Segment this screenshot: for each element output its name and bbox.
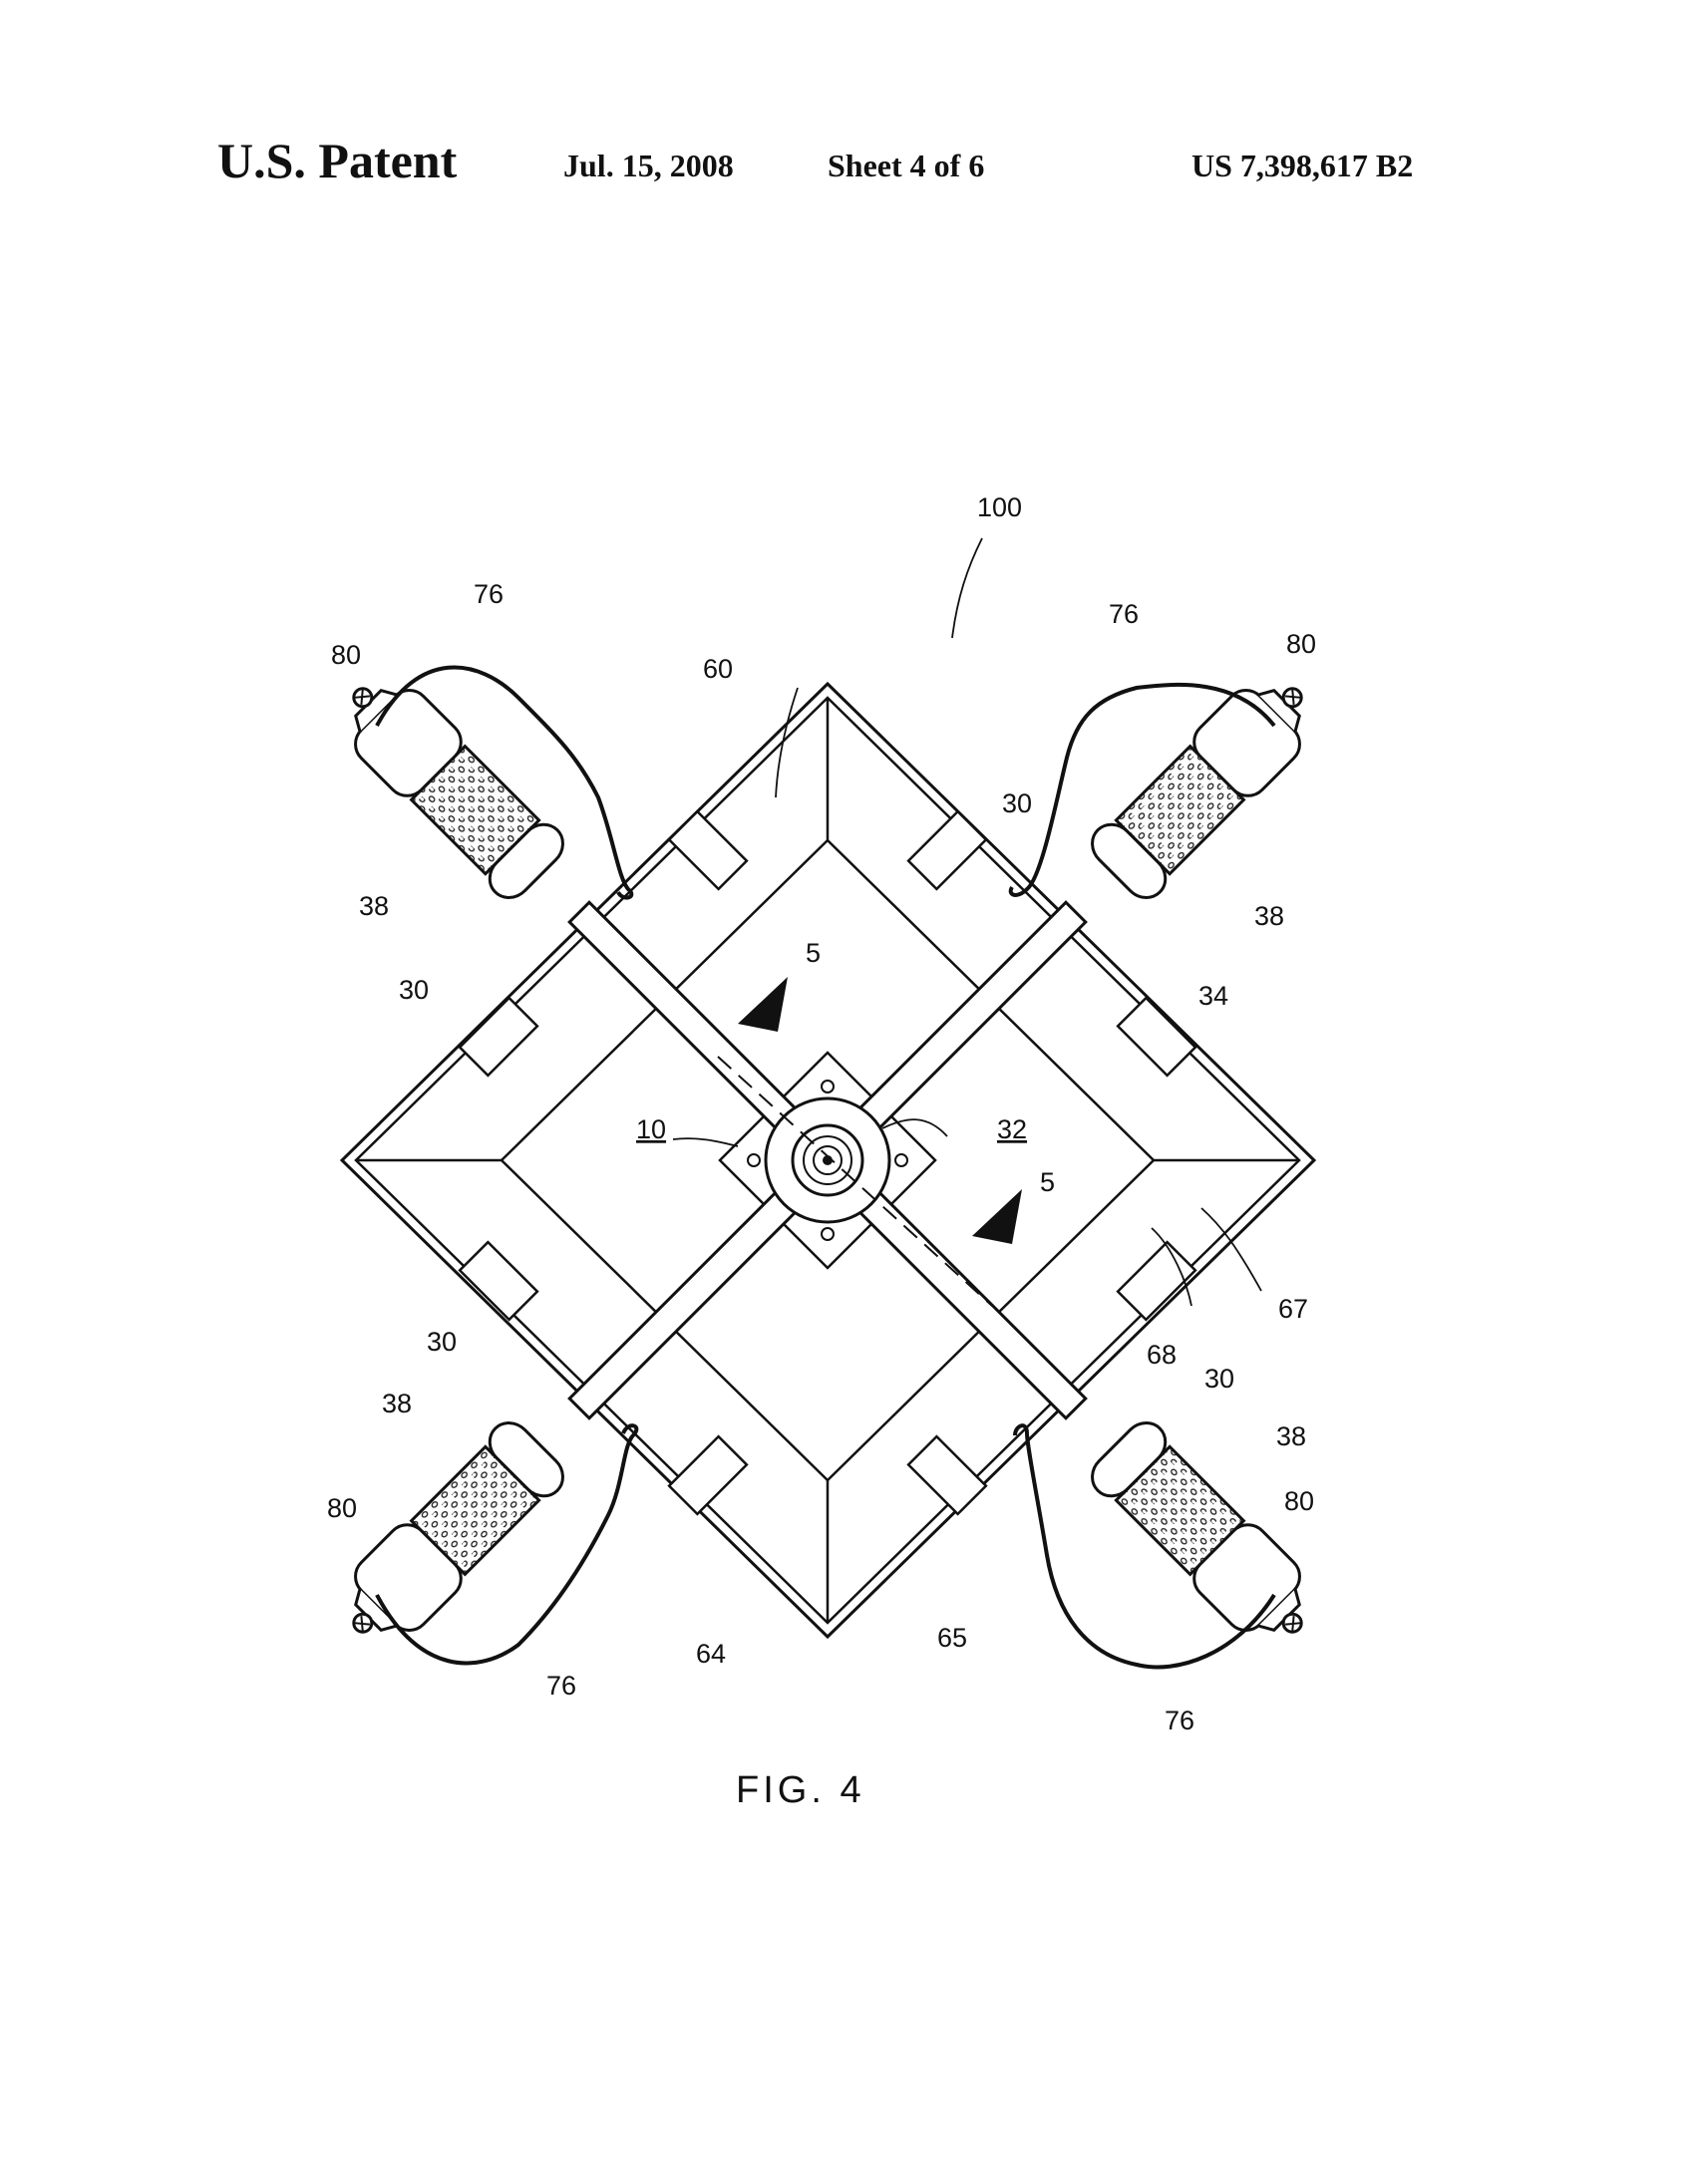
label-80-bottom-left: 80 [327,1493,357,1523]
publisher-title: U.S. Patent [217,133,458,188]
figure-caption: FIG. 4 [736,1769,865,1811]
label-76-bottom-right: 76 [1165,1706,1194,1735]
label-5-lower: 5 [1040,1167,1055,1197]
label-80-top-left: 80 [331,640,361,670]
patent-number: US 7,398,617 B2 [1191,148,1414,183]
label-68: 68 [1147,1340,1177,1370]
tether-cables [375,665,1276,1670]
label-80-bottom-right: 80 [1284,1486,1314,1516]
label-30-bottom-right: 30 [1204,1364,1234,1394]
label-76-bottom-left: 76 [546,1671,576,1701]
label-30-top-left: 30 [399,975,429,1005]
label-64: 64 [696,1639,726,1669]
label-30-bottom-left: 30 [427,1327,457,1357]
mounting-brackets [458,809,1197,1516]
sheet-number: Sheet 4 of 6 [828,148,985,183]
section-arrows [738,977,1022,1244]
label-80-top-right: 80 [1286,629,1316,659]
label-65: 65 [937,1623,967,1653]
label-67: 67 [1278,1294,1308,1324]
label-38-top-left: 38 [359,891,389,921]
label-76-top-left: 76 [474,579,504,609]
label-100: 100 [977,492,1022,522]
label-38-top-right: 38 [1254,901,1284,931]
label-5-upper: 5 [806,938,821,968]
issue-date: Jul. 15, 2008 [563,148,734,183]
label-34: 34 [1198,981,1228,1011]
label-30-top-right: 30 [1002,788,1032,818]
leader-lines [672,537,1262,1307]
label-38-bottom-right: 38 [1276,1421,1306,1451]
label-10: 10 [636,1114,666,1144]
central-hub [747,1080,908,1241]
section-line [717,1056,993,1307]
label-60: 60 [703,654,733,684]
label-76-top-right: 76 [1109,599,1139,629]
label-38-bottom-left: 38 [382,1389,412,1418]
label-32: 32 [997,1114,1027,1144]
